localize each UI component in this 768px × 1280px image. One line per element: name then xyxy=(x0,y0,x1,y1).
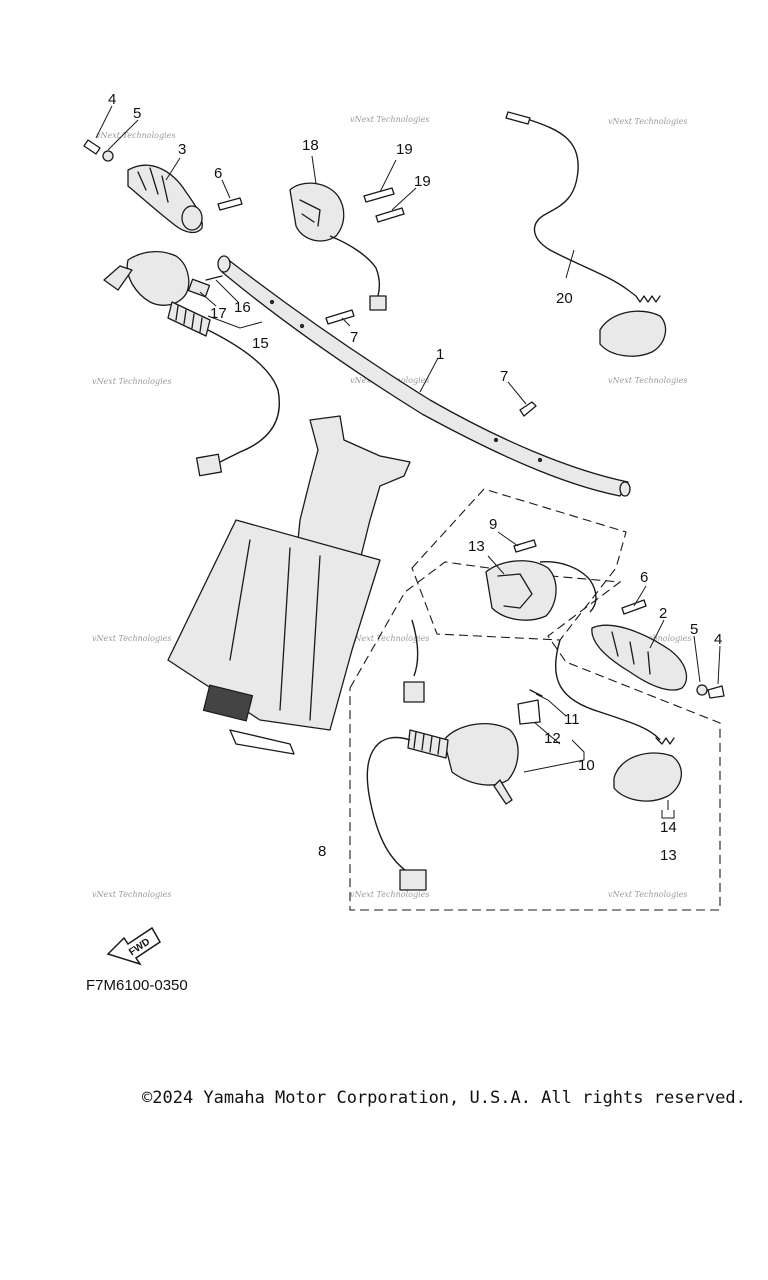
callout: 16 xyxy=(234,299,251,316)
lanyard-key xyxy=(599,310,667,357)
callout: 10 xyxy=(578,757,595,774)
callout: 9 xyxy=(489,516,497,533)
connector-18 xyxy=(369,295,387,311)
watermark: vNext Technologies xyxy=(92,377,171,386)
watermark: vNext Technologies xyxy=(350,115,429,124)
callout: 5 xyxy=(690,621,698,638)
callout: 4 xyxy=(108,91,116,108)
copyright-notice: ©2024 Yamaha Motor Corporation, U.S.A. A… xyxy=(142,1088,746,1108)
steering-column xyxy=(167,415,411,755)
steering-arm xyxy=(229,729,295,755)
callout: 8 xyxy=(318,843,326,860)
screw-19-b xyxy=(375,207,405,223)
stop-switch xyxy=(554,639,682,802)
callout: 11 xyxy=(564,711,580,728)
connector-8 xyxy=(399,869,427,891)
right-throttle-switch xyxy=(366,689,543,891)
left-grip xyxy=(83,139,243,234)
left-top-cover xyxy=(289,182,405,311)
right-grip-body xyxy=(591,624,688,691)
callout: 12 xyxy=(544,730,561,747)
screw-6-left xyxy=(217,197,243,211)
callout: 7 xyxy=(350,329,358,346)
callout: 14 xyxy=(660,819,677,836)
throttle-connector xyxy=(195,453,223,477)
callout: 19 xyxy=(396,141,413,158)
right-grip xyxy=(591,599,725,699)
watermark: vNext Technologies xyxy=(92,890,171,899)
assembly-outlines xyxy=(349,488,721,911)
screw-9 xyxy=(513,539,537,553)
callout: 15 xyxy=(252,335,269,352)
screw-4-left xyxy=(83,139,101,155)
callout: 6 xyxy=(640,569,648,586)
watermark: vNext Technologies xyxy=(350,890,429,899)
callout: 1 xyxy=(436,346,444,363)
callout: 4 xyxy=(714,631,722,648)
callout: 19 xyxy=(414,173,431,190)
callout: 18 xyxy=(302,137,319,154)
throttle-lever xyxy=(103,265,133,291)
washer-5-left xyxy=(102,150,114,162)
throttle-lever-right xyxy=(493,779,513,805)
screw-7-lower xyxy=(519,401,537,417)
switch-body-13 xyxy=(485,560,557,621)
watermark: vNext Technologies xyxy=(608,376,687,385)
throttle-housing xyxy=(126,250,190,306)
screw-7-upper xyxy=(325,309,355,325)
throttle-boot xyxy=(167,301,211,337)
callout: 2 xyxy=(659,605,667,622)
assembly-outline-switch xyxy=(411,488,627,641)
screw-11 xyxy=(529,689,543,697)
callout: 7 xyxy=(500,368,508,385)
throttle-switch-body xyxy=(443,723,519,786)
watermark: vNext Technologies xyxy=(608,890,687,899)
clamp-12 xyxy=(517,699,541,725)
callouts: 4 5 3 6 18 19 19 20 16 17 15 7 1 7 9 13 … xyxy=(108,91,722,864)
leader-lines xyxy=(95,105,721,819)
fwd-arrow: FWD xyxy=(106,926,161,966)
handlebar-end-right xyxy=(619,481,631,497)
left-throttle xyxy=(103,250,280,477)
callout: 5 xyxy=(133,105,141,122)
callout: 13 xyxy=(660,847,677,864)
steering-cable-base xyxy=(202,684,254,722)
watermark: vNext Technologies xyxy=(350,634,429,643)
screw-4-right xyxy=(707,685,725,699)
watermarks: vNext Technologies vNext Technologies vN… xyxy=(92,115,691,899)
handlebar xyxy=(217,255,631,497)
callout: 17 xyxy=(210,305,227,322)
switch-connector xyxy=(403,681,425,703)
column-cover xyxy=(167,519,381,731)
fwd-arrow-shape xyxy=(106,926,161,966)
callout: 6 xyxy=(214,165,222,182)
assembly-outline-switch-assy xyxy=(349,561,721,911)
screw-16 xyxy=(205,275,223,281)
callout: 20 xyxy=(556,290,573,307)
diagram-code: F7M6100-0350 xyxy=(86,977,188,994)
screw-19-a xyxy=(363,187,395,203)
lanyard xyxy=(505,111,667,357)
bracket-17 xyxy=(187,278,211,298)
watermark: vNext Technologies xyxy=(92,634,171,643)
callout: 13 xyxy=(468,538,485,555)
switch-cover-18 xyxy=(289,182,345,242)
screw-6-right xyxy=(621,599,647,615)
callout: 3 xyxy=(178,141,186,158)
watermark: vNext Technologies xyxy=(96,131,175,140)
right-switch xyxy=(403,539,597,703)
handlebar-tube xyxy=(221,257,629,497)
washer-5-right xyxy=(696,684,708,696)
throttle-cable xyxy=(207,329,280,463)
lanyard-clip xyxy=(505,111,531,125)
handlebar-end-left xyxy=(217,255,231,273)
stop-switch-cap xyxy=(613,752,682,802)
lanyard-cord xyxy=(529,119,629,291)
watermark: vNext Technologies xyxy=(608,117,687,126)
